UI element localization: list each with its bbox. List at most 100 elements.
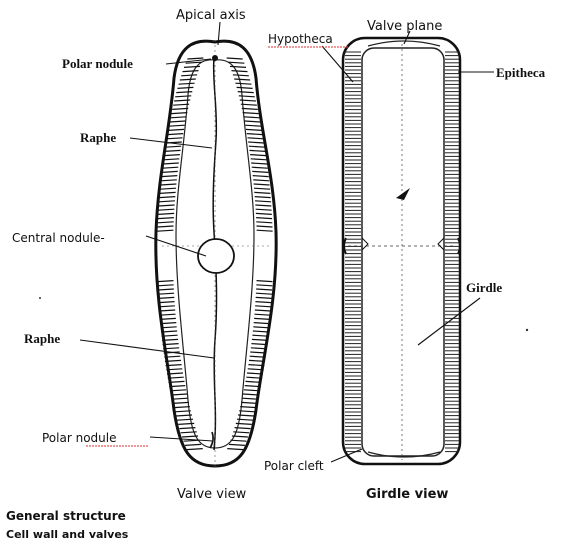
stria-mark <box>253 327 269 328</box>
stria-mark <box>231 71 247 72</box>
stria-mark <box>158 218 174 219</box>
stria-mark <box>175 96 191 97</box>
caption-subtitle: Cell wall and valves <box>6 528 128 541</box>
stria-mark <box>238 92 254 93</box>
stria-mark <box>243 113 259 114</box>
stria-mark <box>171 394 187 395</box>
stria-mark <box>183 71 199 72</box>
central-nodule <box>198 239 234 273</box>
stria-mark <box>159 201 175 202</box>
label-epitheca: Epitheca <box>496 65 546 80</box>
stria-mark <box>254 188 270 189</box>
stria-mark <box>174 407 190 408</box>
label-apical-axis: Apical axis <box>176 8 246 23</box>
stria-mark <box>165 146 181 147</box>
stria-mark <box>253 331 269 332</box>
label-raphe-bottom: Raphe <box>24 331 60 346</box>
leader-raphe-bottom <box>80 340 214 358</box>
stria-mark <box>228 62 244 63</box>
stria-mark <box>159 302 175 303</box>
girdle-inner-outline <box>362 48 444 456</box>
stria-mark <box>187 449 203 450</box>
stria-mark <box>158 209 174 210</box>
stria-mark <box>249 146 265 147</box>
stria-mark <box>244 117 260 118</box>
stria-mark <box>246 129 262 130</box>
stria-mark <box>255 205 271 206</box>
leader-girdle <box>418 298 480 345</box>
stria-mark <box>241 402 257 403</box>
stria-mark <box>254 318 270 319</box>
stria-mark <box>256 222 272 223</box>
stria-mark <box>168 129 184 130</box>
stria-mark <box>169 125 185 126</box>
leader-polar-cleft <box>331 449 362 462</box>
stria-mark <box>161 180 177 181</box>
stria-mark <box>184 66 200 67</box>
stria-mark <box>172 398 188 399</box>
leader-hypotheca <box>322 46 353 82</box>
stria-mark <box>230 66 246 67</box>
label-valve-view: Valve view <box>177 487 247 502</box>
stria-mark <box>257 230 273 231</box>
label-central-nodule: Central nodule- <box>12 231 105 245</box>
stria-mark <box>247 138 263 139</box>
stria-mark <box>159 306 175 307</box>
stria-mark <box>159 310 175 311</box>
stria-mark <box>171 113 187 114</box>
label-polar-nodule-top: Polar nodule <box>62 56 133 71</box>
stria-mark <box>243 394 259 395</box>
stria-mark <box>250 155 266 156</box>
stria-mark <box>170 121 186 122</box>
stria-mark <box>256 289 272 290</box>
stria-mark <box>249 150 265 151</box>
stria-mark <box>170 117 186 118</box>
stria-mark <box>234 79 250 80</box>
stria-mark <box>256 218 272 219</box>
stria-mark <box>256 285 272 286</box>
stria-mark <box>160 188 176 189</box>
stria-mark <box>245 125 261 126</box>
stria-mark <box>235 83 251 84</box>
stria-mark <box>255 197 271 198</box>
polar-nodule-bottom <box>210 432 213 448</box>
stria-mark <box>254 192 270 193</box>
label-polar-cleft: Polar cleft <box>264 459 324 473</box>
label-girdle: Girdle <box>466 280 502 295</box>
stria-mark <box>240 407 256 408</box>
stria-mark <box>165 150 181 151</box>
stria-mark <box>157 281 173 282</box>
valve-view-cell <box>156 40 276 470</box>
stria-mark <box>163 159 179 160</box>
stria-mark <box>244 121 260 122</box>
stria-mark <box>158 297 174 298</box>
stria-mark <box>158 226 174 227</box>
stria-mark <box>257 281 273 282</box>
stria-mark <box>242 398 258 399</box>
stria-mark <box>233 75 249 76</box>
stria-mark <box>180 79 196 80</box>
stria-mark <box>255 302 271 303</box>
stria-mark <box>186 62 202 63</box>
stria-mark <box>253 180 269 181</box>
stria-mark <box>159 197 175 198</box>
label-polar-nodule-bottom: Polar nodule <box>42 431 116 445</box>
stria-mark <box>172 108 188 109</box>
stria-mark <box>158 289 174 290</box>
stria-mark <box>159 205 175 206</box>
stria-mark <box>254 323 270 324</box>
stria-mark <box>167 138 183 139</box>
stria-mark <box>160 314 176 315</box>
leader-lines <box>80 22 494 462</box>
label-valve-plane: Valve plane <box>367 19 442 34</box>
stria-mark <box>256 213 272 214</box>
stria-mark <box>252 167 268 168</box>
stria-mark <box>248 142 264 143</box>
stria-mark <box>256 226 272 227</box>
stria-mark <box>158 285 174 286</box>
stria-mark <box>253 176 269 177</box>
stria-mark <box>239 96 255 97</box>
stria-mark <box>177 87 193 88</box>
caption-title: General structure <box>6 509 126 523</box>
